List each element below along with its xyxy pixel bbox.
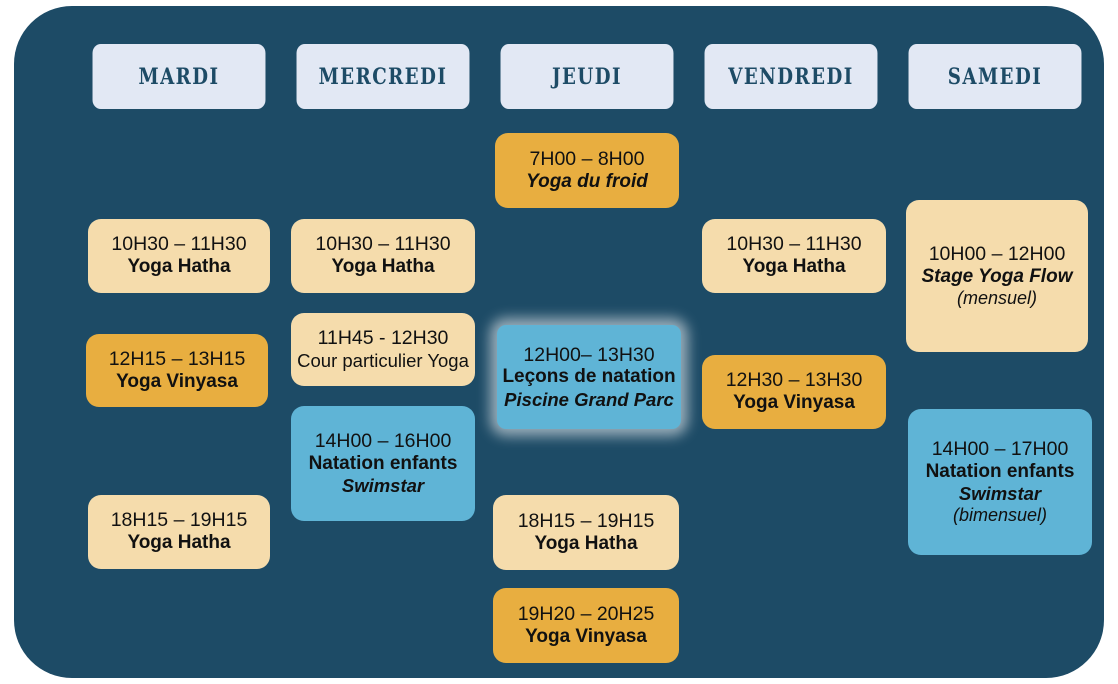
session-title: Cour particulier Yoga xyxy=(297,350,469,372)
session-card[interactable]: 7H00 – 8H00 Yoga du froid xyxy=(495,133,679,208)
session-card[interactable]: 10H30 – 11H30 Yoga Hatha xyxy=(291,219,475,293)
session-card[interactable]: 11H45 - 12H30 Cour particulier Yoga xyxy=(291,313,475,386)
session-title: Yoga du froid xyxy=(526,170,648,192)
session-title: Yoga Hatha xyxy=(127,256,231,278)
session-card[interactable]: 10H30 – 11H30 Yoga Hatha xyxy=(702,219,886,293)
session-time: 7H00 – 8H00 xyxy=(529,147,645,170)
session-frequency: (bimensuel) xyxy=(952,504,1048,525)
session-time: 10H00 – 12H00 xyxy=(928,242,1066,265)
session-time: 18H15 – 19H15 xyxy=(517,509,655,532)
session-title: Yoga Hatha xyxy=(127,532,231,554)
day-header-label: MERCREDI xyxy=(318,63,448,90)
session-card[interactable]: 18H15 – 19H15 Yoga Hatha xyxy=(493,495,679,570)
session-title: Yoga Vinyasa xyxy=(733,392,855,414)
session-venue: Piscine Grand Parc xyxy=(504,388,674,410)
session-title: Natation enfants xyxy=(308,452,458,474)
session-card[interactable]: 10H00 – 12H00 Stage Yoga Flow (mensuel) xyxy=(906,200,1088,352)
session-time: 11H45 - 12H30 xyxy=(317,327,449,350)
session-card[interactable]: 18H15 – 19H15 Yoga Hatha xyxy=(88,495,270,569)
session-time: 10H30 – 11H30 xyxy=(111,233,247,256)
day-header-samedi: SAMEDI xyxy=(908,44,1082,109)
session-card[interactable]: 14H00 – 17H00 Natation enfants Swimstar … xyxy=(908,409,1092,555)
session-title: Stage Yoga Flow xyxy=(921,265,1073,287)
session-card[interactable]: 12H00– 13H30 Leçons de natation Piscine … xyxy=(497,325,681,429)
session-time: 14H00 – 16H00 xyxy=(314,430,452,453)
session-title: Yoga Hatha xyxy=(534,532,638,554)
session-time: 10H30 – 11H30 xyxy=(315,233,451,256)
session-title: Yoga Vinyasa xyxy=(116,370,238,392)
session-time: 12H30 – 13H30 xyxy=(725,369,863,392)
day-header-mardi: MARDI xyxy=(92,44,266,109)
day-header-mercredi: MERCREDI xyxy=(296,44,470,109)
session-time: 14H00 – 17H00 xyxy=(931,438,1069,461)
session-venue: Swimstar xyxy=(958,483,1042,505)
session-title: Leçons de natation xyxy=(502,366,676,388)
session-venue: Swimstar xyxy=(341,475,425,497)
session-time: 12H15 – 13H15 xyxy=(108,347,246,370)
session-time: 12H00– 13H30 xyxy=(523,343,655,366)
day-header-label: SAMEDI xyxy=(947,63,1043,90)
day-header-jeudi: JEUDI xyxy=(500,44,674,109)
day-header-label: VENDREDI xyxy=(728,63,854,90)
session-title: Natation enfants xyxy=(925,460,1075,482)
session-time: 19H20 – 20H25 xyxy=(517,602,655,625)
session-title: Yoga Hatha xyxy=(331,256,435,278)
session-title: Yoga Hatha xyxy=(742,256,846,278)
day-header-vendredi: VENDREDI xyxy=(704,44,878,109)
day-header-label: JEUDI xyxy=(551,63,623,90)
session-time: 10H30 – 11H30 xyxy=(726,233,862,256)
session-card[interactable]: 14H00 – 16H00 Natation enfants Swimstar xyxy=(291,406,475,521)
session-card[interactable]: 19H20 – 20H25 Yoga Vinyasa xyxy=(493,588,679,663)
session-card[interactable]: 10H30 – 11H30 Yoga Hatha xyxy=(88,219,270,293)
day-header-label: MARDI xyxy=(138,63,220,90)
session-card[interactable]: 12H15 – 13H15 Yoga Vinyasa xyxy=(86,334,268,407)
session-card[interactable]: 12H30 – 13H30 Yoga Vinyasa xyxy=(702,355,886,429)
session-time: 18H15 – 19H15 xyxy=(110,509,248,532)
session-frequency: (mensuel) xyxy=(956,287,1038,308)
session-title: Yoga Vinyasa xyxy=(525,625,647,647)
